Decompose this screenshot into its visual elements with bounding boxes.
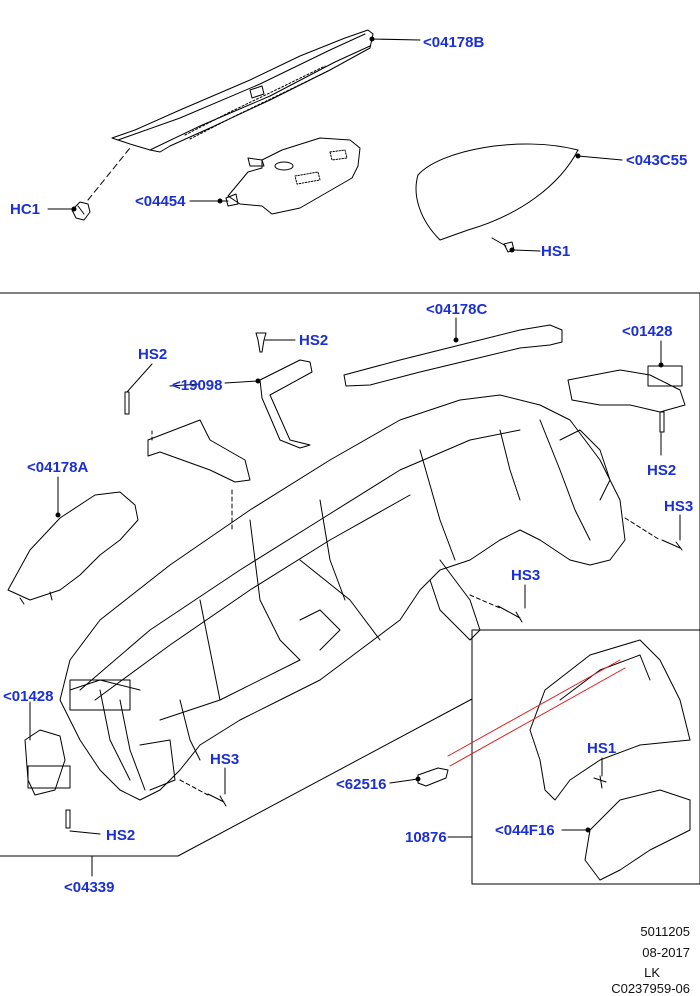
highlight-lines — [447, 659, 626, 767]
callout-HS3-left[interactable]: HS3 — [210, 751, 240, 768]
callout-HS2-right[interactable]: HS2 — [647, 462, 677, 479]
defroster-grille-panel — [111, 29, 374, 153]
callout-HS3-right[interactable]: HS3 — [664, 498, 694, 515]
bracket-19098 — [147, 419, 251, 483]
speaker-grille-cover — [415, 143, 579, 241]
callout-04178C[interactable]: <04178C — [426, 301, 488, 318]
main-assembly-frame — [0, 292, 700, 885]
footer-illustration-id: C0237959-06 — [611, 981, 690, 996]
dashboard-crossbeam — [59, 394, 626, 801]
footer-ref-number: 5011205 — [640, 924, 690, 939]
callout-04339[interactable]: <04339 — [64, 879, 115, 896]
callout-HS1-inset[interactable]: HS1 — [587, 740, 617, 757]
footer-date: 08-2017 — [642, 945, 690, 960]
callout-HC1[interactable]: HC1 — [10, 201, 41, 218]
footer-market: LK — [644, 965, 660, 980]
callout-19098[interactable]: <19098 — [172, 377, 223, 394]
left-vent-01428 — [24, 729, 71, 796]
callout-HS1-top[interactable]: HS1 — [541, 243, 571, 260]
hc1-clip — [71, 201, 91, 221]
right-vent-01428 — [567, 365, 686, 413]
callout-01428-right[interactable]: <01428 — [622, 323, 673, 340]
instrument-cluster-10876 — [529, 639, 691, 881]
left-end-trim-04178A — [7, 491, 139, 605]
instrument-cover — [225, 137, 361, 215]
callout-HS3-mid[interactable]: HS3 — [511, 567, 541, 584]
callout-HS2-left-upper[interactable]: HS2 — [138, 346, 168, 363]
leader-lines-top — [47, 36, 623, 253]
callout-044F16[interactable]: <044F16 — [495, 822, 555, 839]
callout-10876[interactable]: 10876 — [405, 829, 447, 846]
upper-trim-04178C — [343, 324, 563, 387]
callout-HS2-upper[interactable]: HS2 — [299, 332, 329, 349]
bracket-upper — [259, 359, 313, 449]
callout-62516[interactable]: <62516 — [336, 776, 387, 793]
callout-HS2-left[interactable]: HS2 — [106, 827, 136, 844]
callout-04178A[interactable]: <04178A — [27, 459, 89, 476]
callout-01428-left[interactable]: <01428 — [3, 688, 54, 705]
callout-04178B[interactable]: <04178B — [423, 34, 485, 51]
callout-043C55[interactable]: <043C55 — [626, 152, 688, 169]
part-62516 — [417, 767, 449, 787]
callout-04454[interactable]: <04454 — [135, 193, 186, 210]
leader-lines-main — [29, 317, 681, 877]
